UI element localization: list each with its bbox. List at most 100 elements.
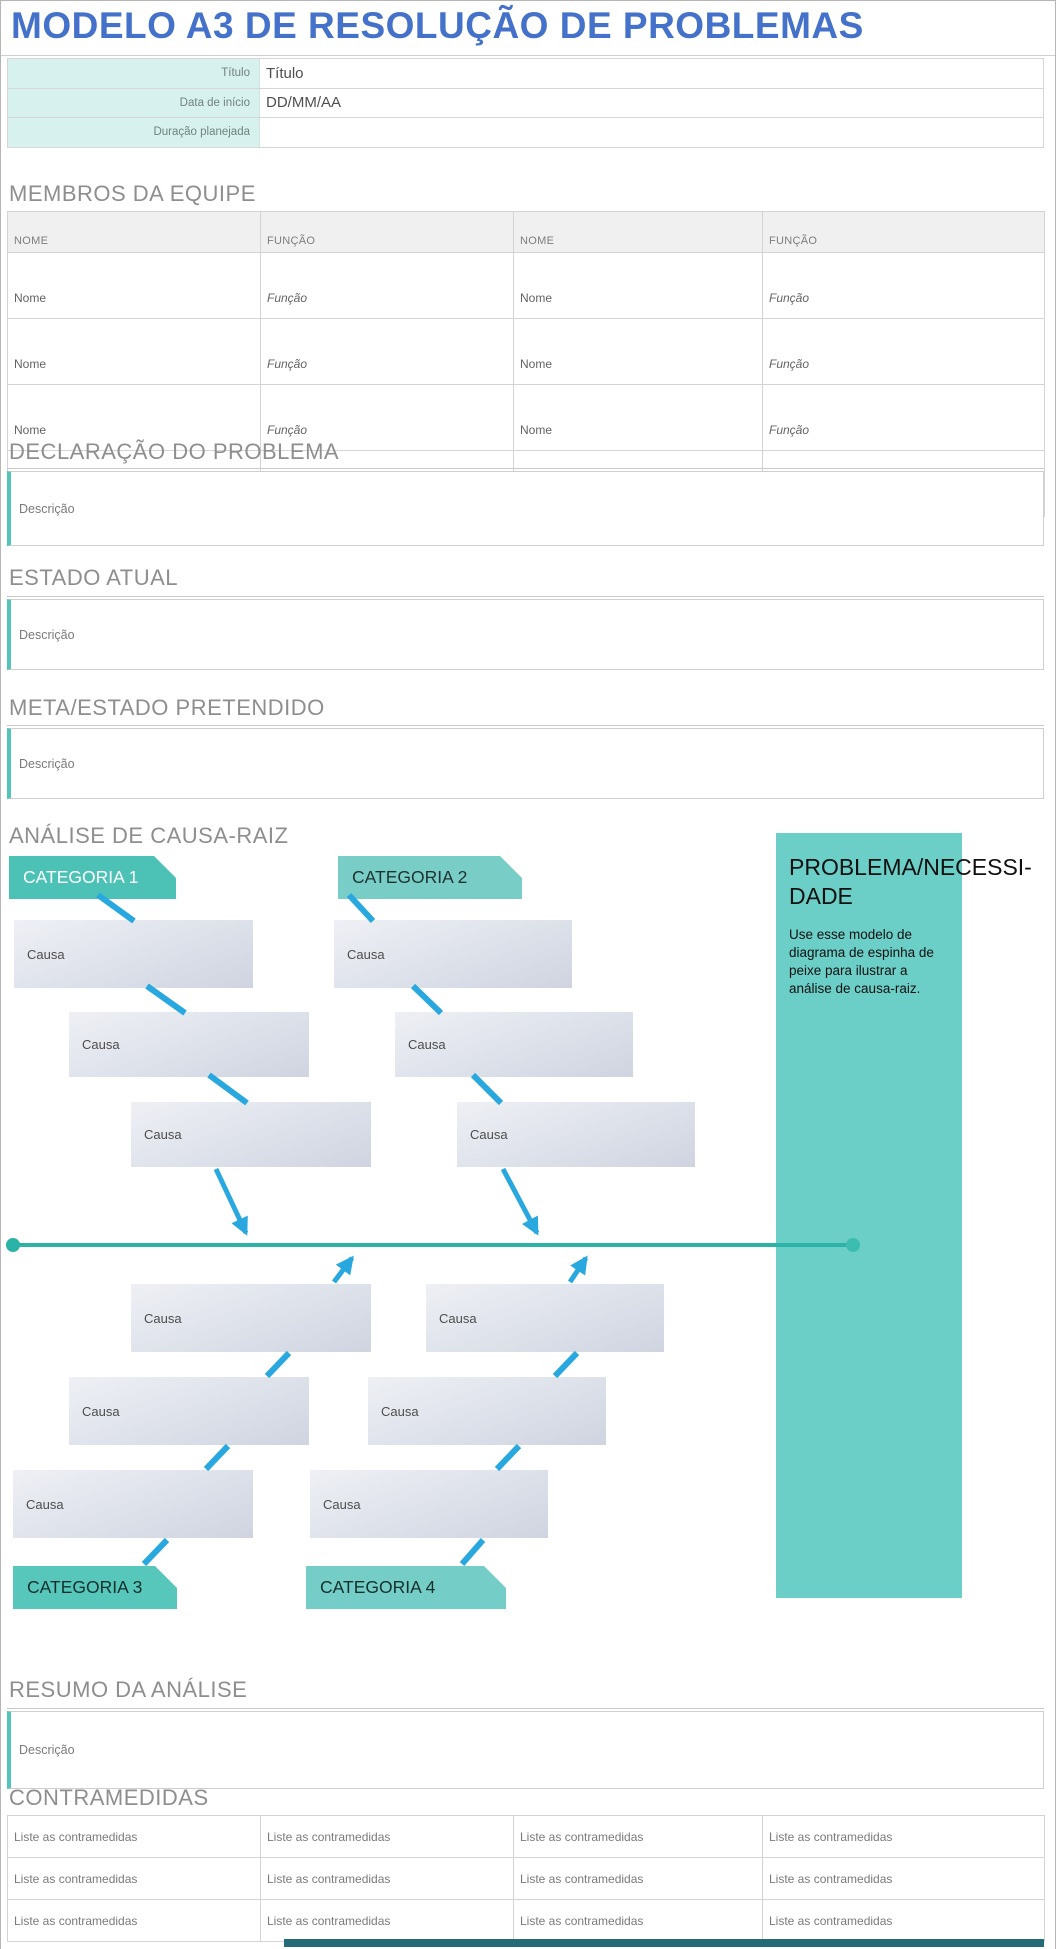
cause-box[interactable]: Causa bbox=[131, 1102, 371, 1167]
connector bbox=[552, 1350, 580, 1379]
connector bbox=[145, 983, 187, 1016]
connector bbox=[207, 1072, 249, 1106]
problem-need-title: PROBLEMA/NECESSI-DADE bbox=[789, 854, 1032, 909]
countermeasure-cell[interactable]: Liste as contramedidas bbox=[762, 1857, 1045, 1900]
cause-box[interactable]: Causa bbox=[368, 1377, 606, 1445]
countermeasures-row: Liste as contramedidas Liste as contrame… bbox=[7, 1815, 1045, 1858]
team-cell-nome[interactable]: Nome bbox=[513, 318, 763, 385]
countermeasure-cell[interactable]: Liste as contramedidas bbox=[260, 1815, 514, 1858]
bone-arrow bbox=[332, 1255, 354, 1284]
team-header-row: NOME FUNÇÃO NOME FUNÇÃO bbox=[7, 211, 1045, 253]
category-3-tag[interactable]: CATEGORIA 3 bbox=[13, 1566, 177, 1609]
category-1-tag[interactable]: CATEGORIA 1 bbox=[9, 856, 176, 899]
countermeasures-row: Liste as contramedidas Liste as contrame… bbox=[7, 1899, 1045, 1942]
countermeasures-heading: CONTRAMEDIDAS bbox=[9, 1785, 209, 1810]
connector bbox=[494, 1443, 522, 1472]
connector bbox=[410, 983, 444, 1016]
section-divider bbox=[7, 725, 1044, 726]
goal-state-placeholder: Descrição bbox=[19, 756, 75, 771]
cause-box[interactable]: Causa bbox=[69, 1377, 309, 1445]
analysis-summary-placeholder: Descrição bbox=[19, 1743, 75, 1757]
countermeasure-cell[interactable]: Liste as contramedidas bbox=[7, 1815, 261, 1858]
cause-box[interactable]: Causa bbox=[14, 920, 253, 988]
cause-box[interactable]: Causa bbox=[426, 1284, 664, 1352]
team-cell-funcao[interactable]: Função bbox=[260, 318, 514, 385]
team-row: Nome Função Nome Função bbox=[7, 252, 1045, 319]
info-value-duracao[interactable] bbox=[260, 118, 1043, 147]
connector bbox=[141, 1537, 170, 1567]
connector bbox=[459, 1538, 486, 1566]
countermeasure-cell[interactable]: Liste as contramedidas bbox=[513, 1815, 763, 1858]
team-col-header-nome-1: NOME bbox=[7, 211, 261, 253]
team-cell-nome[interactable]: Nome bbox=[513, 384, 763, 451]
cause-box[interactable]: Causa bbox=[334, 920, 572, 988]
info-value-titulo[interactable]: Título bbox=[266, 64, 304, 82]
info-row-title: Título Título bbox=[7, 59, 1044, 89]
countermeasure-cell[interactable]: Liste as contramedidas bbox=[7, 1899, 261, 1942]
section-divider bbox=[7, 468, 1044, 469]
countermeasure-cell[interactable]: Liste as contramedidas bbox=[762, 1815, 1045, 1858]
fishbone-diagram: PROBLEMA/NECESSI-DADE Use esse modelo de… bbox=[1, 821, 1055, 1621]
problem-statement-box[interactable]: Descrição bbox=[7, 471, 1044, 546]
spine-start-dot bbox=[6, 1238, 20, 1252]
countermeasure-cell[interactable]: Liste as contramedidas bbox=[7, 1857, 261, 1900]
section-divider bbox=[7, 596, 1044, 597]
connector bbox=[470, 1072, 504, 1106]
bone-arrow bbox=[567, 1255, 589, 1284]
analysis-summary-heading: RESUMO DA ANÁLISE bbox=[9, 1677, 248, 1702]
team-col-header-funcao-1: FUNÇÃO bbox=[260, 211, 514, 253]
category-2-tag[interactable]: CATEGORIA 2 bbox=[338, 856, 522, 899]
page-title: MODELO A3 DE RESOLUÇÃO DE PROBLEMAS bbox=[11, 5, 864, 46]
countermeasure-cell[interactable]: Liste as contramedidas bbox=[513, 1857, 763, 1900]
cause-box[interactable]: Causa bbox=[13, 1470, 253, 1538]
cause-box[interactable]: Causa bbox=[457, 1102, 695, 1167]
current-state-box[interactable]: Descrição bbox=[7, 599, 1044, 670]
team-row: Nome Função Nome Função bbox=[7, 318, 1045, 385]
bone-arrow bbox=[213, 1167, 249, 1236]
info-row-duration: Duração planejada bbox=[7, 118, 1044, 148]
problem-statement-placeholder: Descrição bbox=[19, 501, 75, 516]
cause-box[interactable]: Causa bbox=[131, 1284, 371, 1352]
countermeasure-cell[interactable]: Liste as contramedidas bbox=[260, 1899, 514, 1942]
countermeasure-cell[interactable]: Liste as contramedidas bbox=[762, 1899, 1045, 1942]
current-state-heading: ESTADO ATUAL bbox=[9, 565, 179, 590]
problem-need-panel[interactable]: PROBLEMA/NECESSI-DADE Use esse modelo de… bbox=[776, 833, 1032, 1598]
problem-statement-heading: DECLARAÇÃO DO PROBLEMA bbox=[9, 439, 340, 464]
cause-box[interactable]: Causa bbox=[395, 1012, 633, 1077]
current-state-placeholder: Descrição bbox=[19, 627, 75, 642]
cause-box[interactable]: Causa bbox=[310, 1470, 548, 1538]
problem-need-description: Use esse modelo de diagrama de espinha d… bbox=[789, 926, 934, 996]
team-cell-funcao[interactable]: Função bbox=[260, 384, 514, 451]
team-row: Nome Função Nome Função bbox=[7, 384, 1045, 451]
team-col-header-nome-2: NOME bbox=[513, 211, 763, 253]
countermeasure-cell[interactable]: Liste as contramedidas bbox=[260, 1857, 514, 1900]
team-cell-nome[interactable]: Nome bbox=[7, 252, 261, 319]
section-divider bbox=[7, 1708, 1044, 1709]
team-cell-funcao[interactable]: Função bbox=[762, 384, 1045, 451]
root-cause-heading: ANÁLISE DE CAUSA-RAIZ bbox=[9, 823, 289, 848]
team-cell-funcao[interactable]: Função bbox=[260, 252, 514, 319]
countermeasure-cell[interactable]: Liste as contramedidas bbox=[513, 1899, 763, 1942]
info-value-data-inicio[interactable]: DD/MM/AA bbox=[266, 94, 341, 112]
team-cell-nome[interactable]: Nome bbox=[7, 318, 261, 385]
countermeasures-table: Liste as contramedidas Liste as contrame… bbox=[7, 1815, 1045, 1942]
team-section-heading: MEMBROS DA EQUIPE bbox=[9, 181, 256, 206]
team-cell-funcao[interactable]: Função bbox=[762, 318, 1045, 385]
team-col-header-funcao-2: FUNÇÃO bbox=[762, 211, 1045, 253]
info-label-duracao: Duração planejada bbox=[8, 118, 260, 147]
team-cell-nome[interactable]: Nome bbox=[513, 252, 763, 319]
cause-box[interactable]: Causa bbox=[69, 1012, 309, 1077]
project-info-table: Título Título Data de início DD/MM/AA Du… bbox=[7, 58, 1044, 148]
goal-state-box[interactable]: Descrição bbox=[7, 728, 1044, 799]
info-label-titulo: Título bbox=[8, 59, 260, 88]
team-cell-nome[interactable]: Nome bbox=[7, 384, 261, 451]
info-label-data-inicio: Data de início bbox=[8, 88, 260, 118]
bone-arrow bbox=[500, 1167, 540, 1236]
info-row-start-date: Data de início DD/MM/AA bbox=[7, 88, 1044, 119]
category-4-tag[interactable]: CATEGORIA 4 bbox=[306, 1566, 506, 1609]
analysis-summary-box[interactable]: Descrição bbox=[7, 1711, 1044, 1789]
team-cell-funcao[interactable]: Função bbox=[762, 252, 1045, 319]
countermeasures-row: Liste as contramedidas Liste as contrame… bbox=[7, 1857, 1045, 1900]
title-divider bbox=[1, 55, 1055, 56]
